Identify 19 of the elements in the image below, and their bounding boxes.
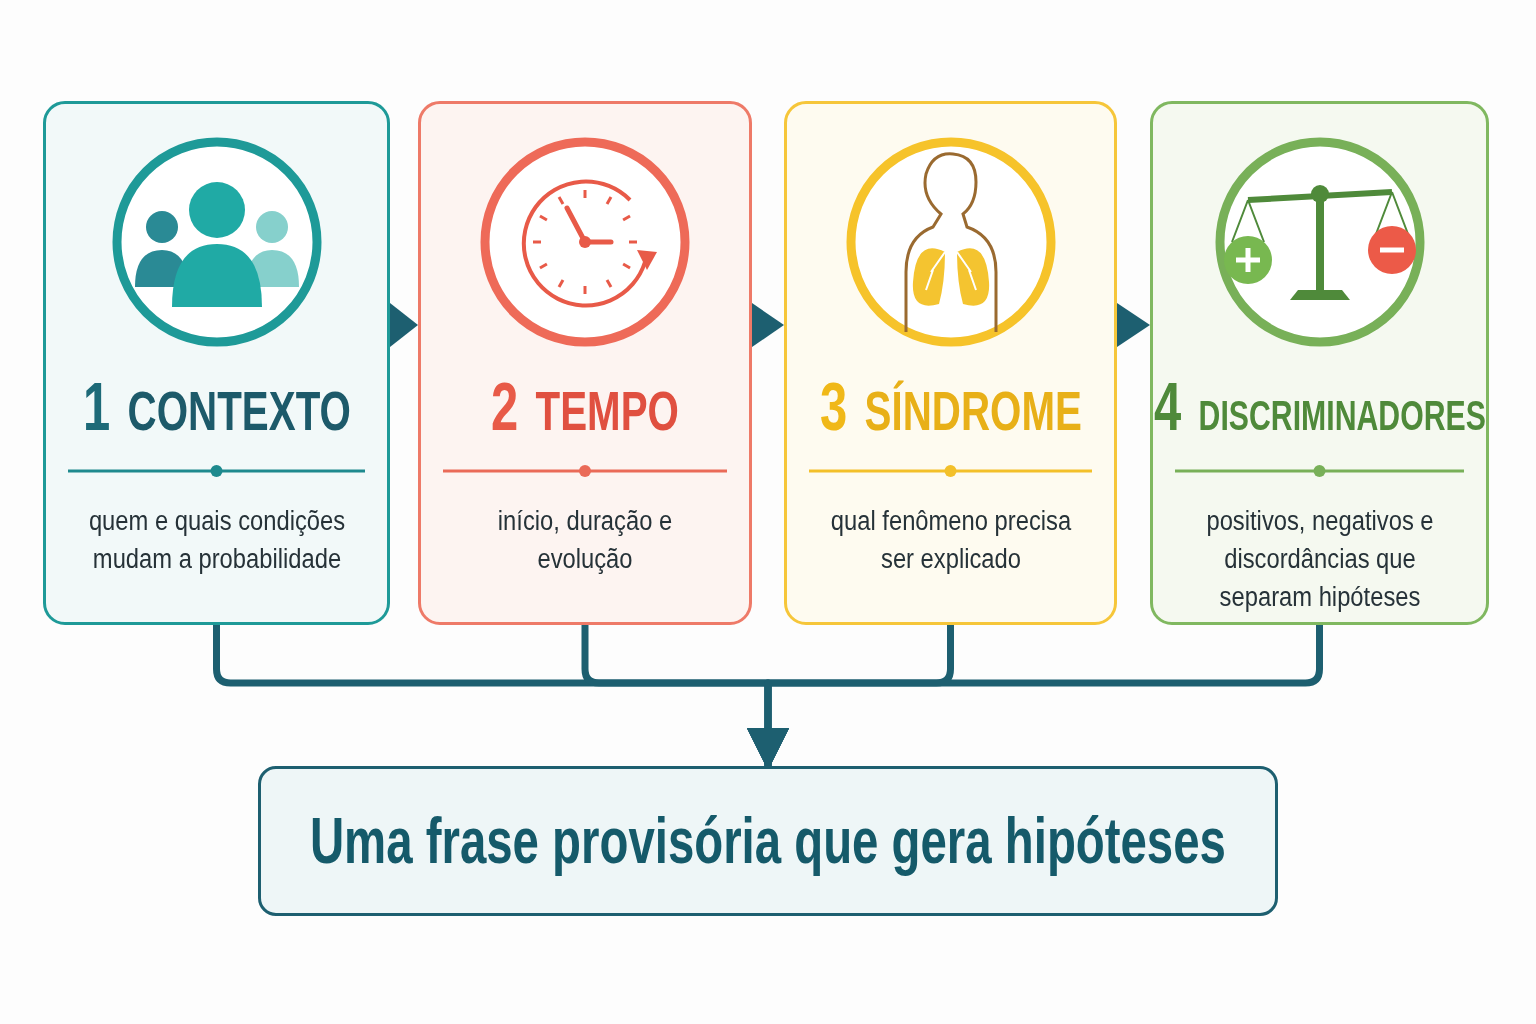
step-card: [418, 101, 752, 625]
step-number: 3: [819, 372, 847, 440]
step-title: TEMPO: [535, 383, 679, 439]
step-description: quem e quais condições mudam a probabilidade: [87, 505, 346, 576]
arrow: [390, 303, 418, 347]
step-title: DISCRIMINADORES: [1198, 395, 1486, 437]
step-card: [1150, 101, 1489, 625]
step-description: positivos, negativos e discordâncias que separam hipóteses: [1204, 505, 1435, 614]
step-card: [43, 101, 390, 625]
result-box: [258, 766, 1278, 916]
step-description: início, duração e evolução: [496, 505, 674, 576]
arrow: [1117, 303, 1150, 347]
step-number: 1: [82, 372, 110, 440]
step-title: CONTEXTO: [127, 383, 351, 439]
step-card: [784, 101, 1117, 625]
arrow: [752, 303, 784, 347]
step-number: 4: [1153, 372, 1181, 440]
step-number: 2: [491, 372, 519, 440]
step-description: qual fenômeno precisa ser explicado: [829, 505, 1073, 576]
